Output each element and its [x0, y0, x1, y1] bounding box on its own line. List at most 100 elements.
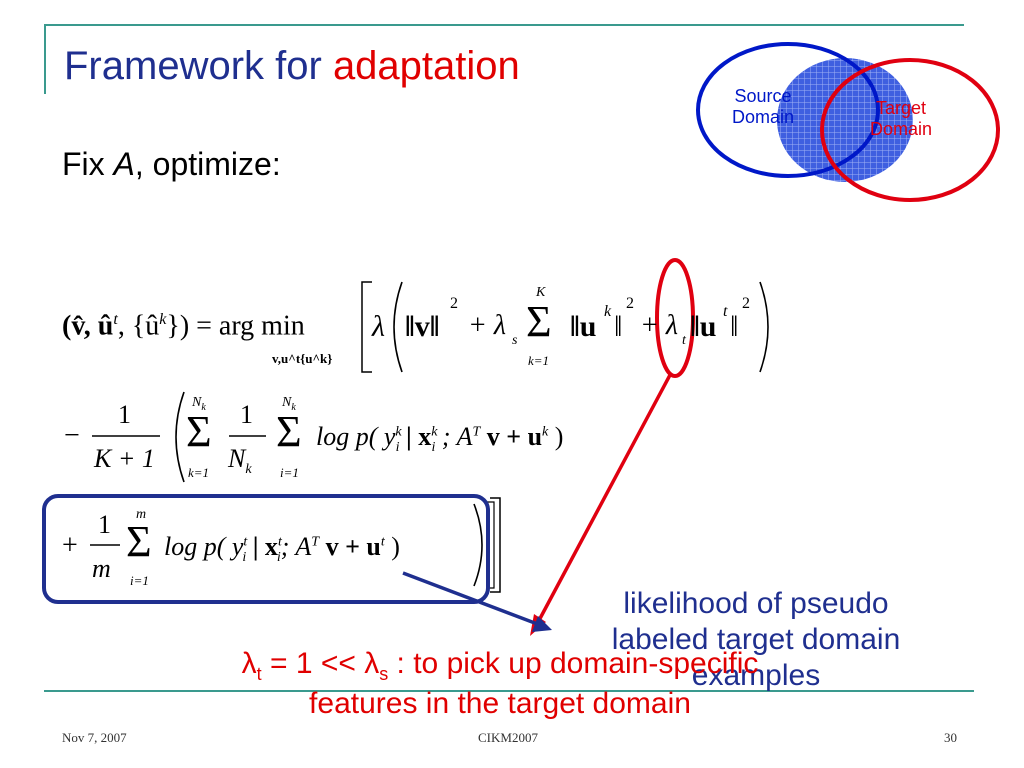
eq1-t: t [113, 311, 118, 328]
eq2-neg: − [64, 420, 80, 451]
eq1-close: }) = arg min [166, 310, 305, 342]
big-right-bracket-outer [490, 497, 501, 593]
sum-3-symbol: Σ [276, 407, 302, 456]
title-accent: adaptation [332, 44, 520, 88]
eq3-plus: + [62, 530, 78, 561]
paren-right-1 [759, 281, 769, 373]
left-rule [44, 24, 46, 94]
subtitle-var: A [113, 146, 135, 182]
source-domain-ellipse [696, 42, 880, 178]
eq2-close: ) [548, 422, 564, 451]
norm-ut-close: ‖ [730, 310, 739, 343]
lambda-note-a: λ [241, 647, 257, 680]
sum-1-bottom: k=1 [528, 353, 550, 368]
target-label-line1: Target [876, 98, 927, 118]
eq3-tail: ; A [280, 532, 312, 561]
top-rule [44, 24, 964, 26]
norm-ut: ‖u [690, 310, 717, 343]
eq2-x-sup: k [431, 424, 438, 440]
big-left-bracket [361, 281, 372, 373]
eq2-end: v + u [480, 422, 543, 451]
norm-uk-sq: 2 [626, 295, 634, 312]
target-domain-ellipse [820, 58, 1000, 202]
source-domain-label: Source Domain [732, 86, 794, 127]
lambda-t-sub: t [682, 333, 686, 348]
frac1-num: 1 [118, 400, 131, 429]
equation-line-1: (v̂, ût, {ûk}) = arg min [62, 312, 305, 340]
eq3-log: log p( y [164, 532, 244, 561]
plus-lambda-t: + λ [640, 310, 679, 341]
lambda-main: λ [372, 310, 385, 343]
plus-lambda-s: + λ [468, 310, 507, 341]
eq3-end: v + u [319, 532, 381, 561]
eq2-tail: ; A [435, 422, 473, 451]
frac2-den-n: N [228, 444, 246, 473]
norm-ut-sq: 2 [742, 295, 750, 312]
sum-1-top: K [536, 285, 546, 300]
paren-left-2 [175, 391, 185, 483]
frac2-den-k: k [245, 462, 252, 478]
sum-2-bottom: k=1 [188, 465, 210, 480]
footer-page-number: 30 [944, 730, 957, 745]
big-right-bracket-inner [486, 501, 495, 589]
lambda-note-c: : to pick up domain-specific [388, 647, 759, 680]
likelihood-line1: likelihood of pseudo [623, 587, 889, 620]
lambda-note-line2: features in the target domain [309, 686, 691, 720]
likelihood-line2: labeled target domain [611, 623, 901, 656]
eq1-mid: , {û [117, 310, 160, 342]
lambda-note: λt = 1 << λs : to pick up domain-specifi… [100, 646, 900, 722]
eq3-mid: | x [246, 532, 278, 561]
eq2-y-sup: k [395, 424, 402, 440]
frac3-den: m [92, 554, 111, 583]
lambda-t-circle [655, 258, 695, 378]
source-label-line1: Source [734, 86, 792, 106]
sum-2-top: Nk [192, 396, 206, 413]
sum-4-top: m [136, 507, 147, 522]
subtitle-suffix: , optimize: [134, 146, 281, 182]
norm-uk-sup: k [604, 303, 612, 320]
lambda-note-b: = 1 << λ [261, 647, 380, 680]
eq3-u-sup: t [380, 534, 385, 550]
norm-uk-close: ‖ [614, 310, 623, 343]
lambda-note-line1: λt = 1 << λs : to pick up domain-specifi… [100, 646, 900, 686]
frac2-num: 1 [240, 400, 253, 429]
norm-ut-sup: t [723, 303, 728, 320]
sum-4-symbol: Σ [126, 517, 152, 566]
slide-subtitle: Fix A, optimize: [62, 146, 281, 183]
argmin-subscript: v,u^t{u^k} [272, 351, 333, 366]
blue-arrow-line [402, 571, 541, 627]
eq3-body: log p( yti | xti; AT v + ut ) [164, 534, 400, 565]
eq2-y-sub: i [395, 440, 400, 456]
sum-3-bottom: i=1 [280, 465, 299, 480]
norm-uk: ‖u [570, 310, 597, 343]
eq1-lhs: (v̂, û [62, 310, 114, 342]
eq3-x-sup: t [277, 534, 282, 550]
eq1-k: k [159, 311, 167, 328]
subtitle-prefix: Fix [62, 146, 114, 182]
sum-2-symbol: Σ [186, 407, 212, 456]
lambda-s-sub: s [512, 333, 518, 348]
eq2-T: T [472, 424, 481, 440]
title-prefix: Framework for [64, 44, 333, 88]
bottom-rule [44, 690, 974, 692]
sum-1-symbol: Σ [526, 297, 552, 346]
blue-arrow-head [532, 616, 552, 632]
footer-date: Nov 7, 2007 [62, 730, 127, 745]
frac2-den: Nk [228, 446, 252, 477]
eq2-u-sup: k [542, 424, 549, 440]
eq2-mid: | x [399, 422, 432, 451]
eq3-close: ) [384, 532, 400, 561]
eq2-log: log p( y [316, 422, 396, 451]
sum2-top-n: N [192, 395, 202, 410]
eq3-T: T [311, 534, 320, 550]
slide-title: Framework for adaptation [64, 44, 520, 89]
frac1-den: K + 1 [94, 444, 155, 473]
footer-venue: CIKM2007 [478, 730, 538, 745]
overlap-region [777, 58, 913, 182]
target-domain-label: Target Domain [870, 98, 932, 139]
eq3-y-sup: t [243, 534, 248, 550]
likelihood-annotation: likelihood of pseudo labeled target doma… [556, 586, 956, 694]
eq3-y-sub: i [242, 550, 247, 566]
